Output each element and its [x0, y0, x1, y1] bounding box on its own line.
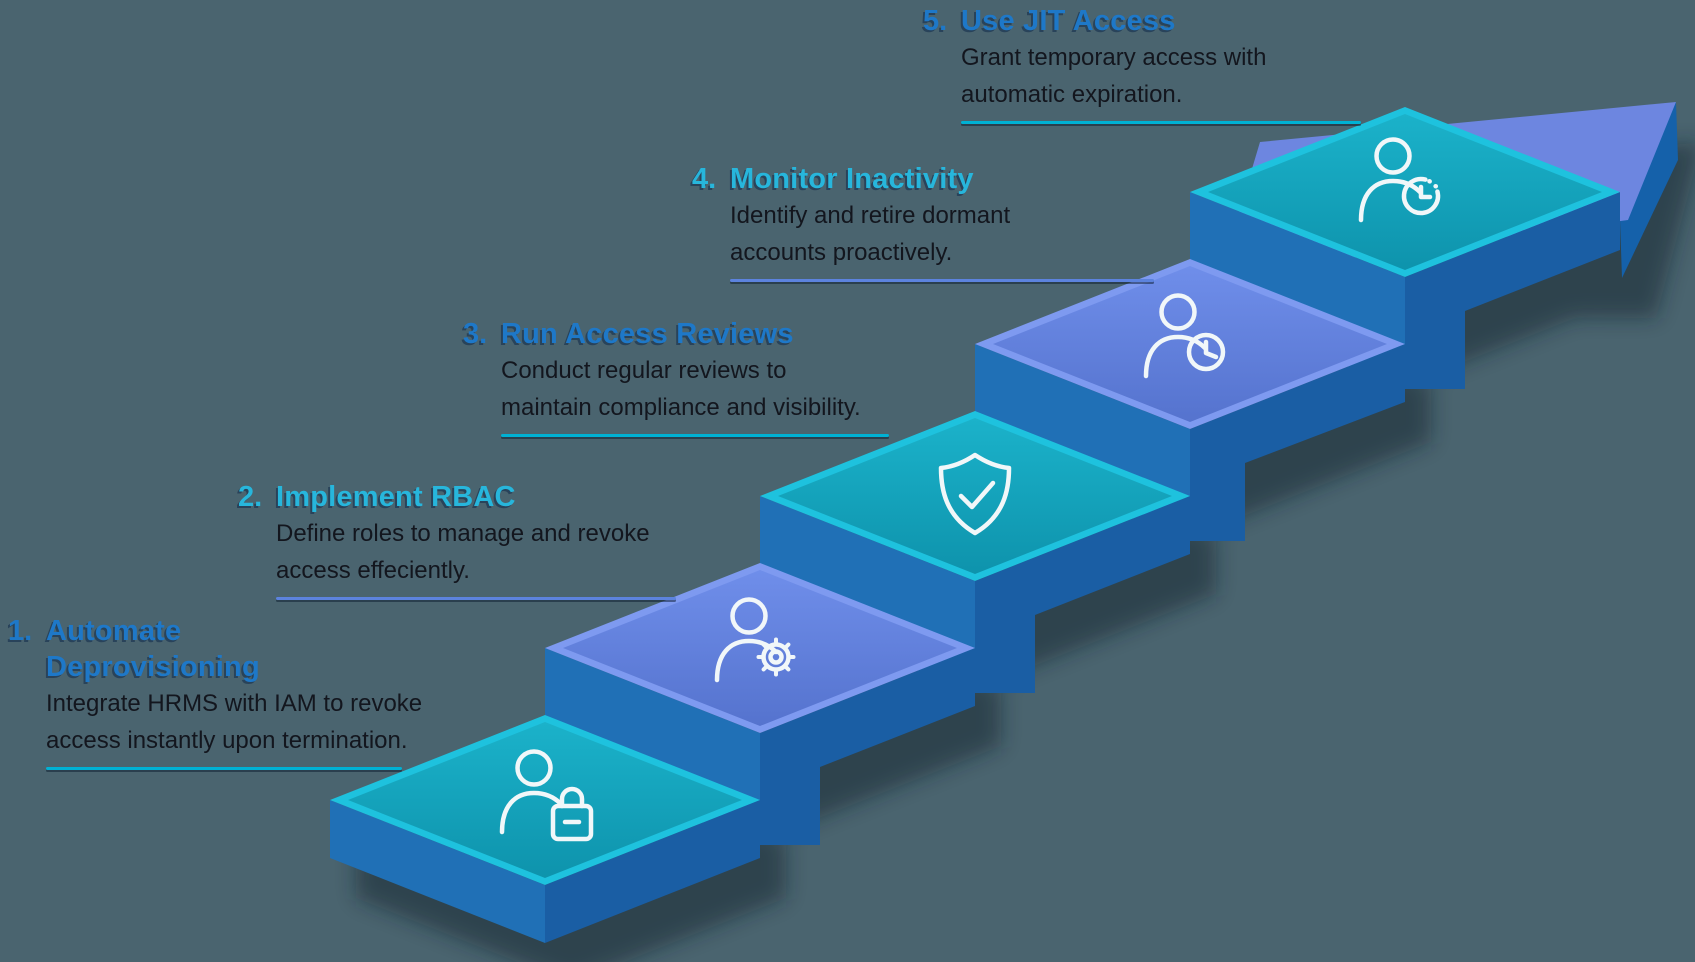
shield-check-icon — [938, 452, 1012, 536]
step-2-number: 2. — [238, 481, 263, 513]
step-4-description-line2: accounts proactively. — [730, 239, 953, 266]
step-3-description-line2: maintain compliance and visibility. — [501, 394, 861, 421]
step-5-title: Use JIT Access — [961, 5, 1176, 37]
step-1-label: 1. Automate Deprovisioning Integrate HRM… — [8, 613, 422, 770]
step-4-number: 4. — [692, 163, 717, 195]
platform-1 — [330, 715, 760, 943]
step-2-underline — [276, 597, 676, 600]
arrow-side-face — [1620, 102, 1678, 278]
step-5-description-line1: Grant temporary access with — [961, 44, 1267, 71]
step-1-description-line2: access instantly upon termination. — [46, 727, 408, 754]
step-1-description-line1: Integrate HRMS with IAM to revoke — [46, 690, 423, 717]
step-2-label: 2. Implement RBAC Define roles to manage… — [238, 479, 676, 600]
step-3-title: Run Access Reviews — [501, 318, 794, 350]
step-2-title: Implement RBAC — [276, 481, 516, 513]
person-gear-icon — [714, 597, 796, 683]
step-3-underline — [501, 434, 889, 437]
step-2-description-line1: Define roles to manage and revoke — [276, 520, 650, 547]
person-clock-icon — [1143, 293, 1226, 379]
step-1-title: Automate — [46, 615, 182, 647]
step-5-underline — [961, 121, 1361, 124]
step-1-underline — [46, 767, 402, 770]
step-4-label: 4. Monitor Inactivity Identify and retir… — [692, 161, 1154, 282]
step-3-number: 3. — [463, 318, 488, 350]
step-1-title-line2: Deprovisioning — [46, 651, 260, 683]
step-1-number: 1. — [8, 615, 33, 647]
step-5-description-line2: automatic expiration. — [961, 81, 1183, 108]
step-3-label: 3. Run Access Reviews Conduct regular re… — [463, 316, 889, 437]
step-4-description-line1: Identify and retire dormant — [730, 202, 1011, 229]
person-timer-icon — [1358, 137, 1441, 223]
step-3-description-line1: Conduct regular reviews to — [501, 357, 787, 384]
step-4-title: Monitor Inactivity — [730, 163, 974, 195]
step-4-underline — [730, 279, 1154, 282]
step-5-label: 5. Use JIT Access Grant temporary access… — [923, 3, 1361, 124]
step-2-description-line2: access effeciently. — [276, 557, 470, 584]
step-5-number: 5. — [923, 5, 948, 37]
person-lock-icon — [499, 749, 594, 842]
